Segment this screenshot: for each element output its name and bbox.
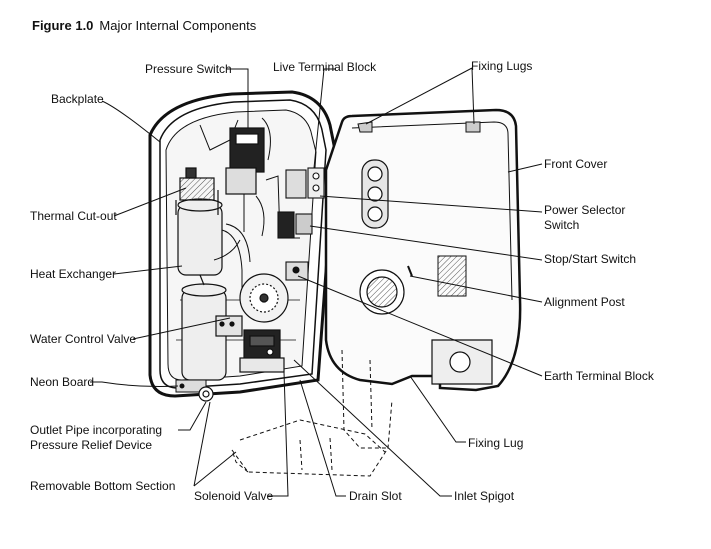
temperature-dial-shape [359,265,413,315]
label-inlet-spigot: Inlet Spigot [454,489,515,503]
label-fixing-lugs: Fixing Lugs [471,59,533,73]
label-removable-bottom-section: Removable Bottom Section [30,479,176,493]
water-control-valve-shape [215,273,289,337]
leader-lines [90,67,543,497]
outlet-pipe-shape [198,386,214,402]
fixing-lug-shapes [357,121,481,133]
pressure-switch-shape [225,127,265,232]
removable-bottom-section-shape [231,399,393,477]
label-alignment-post: Alignment Post [544,295,625,309]
stop-start-switch-shape [285,261,309,281]
label-neon-board: Neon Board [30,375,95,389]
label-pressure-switch: Pressure Switch [145,62,232,76]
label-outlet-pipe: Outlet Pipe incorporating Pressure Relie… [30,423,162,453]
cover-dashed-extension [341,349,388,449]
label-outlet-pipe-line2: Pressure Relief Device [30,438,153,452]
label-power-selector-line2: Switch [544,218,580,232]
heat-exchanger-shape [177,198,227,381]
figure-caption: Major Internal Components [99,18,257,33]
label-fixing-lug: Fixing Lug [468,436,524,450]
label-thermal-cutout: Thermal Cut-out [30,209,117,223]
label-heat-exchanger: Heat Exchanger [30,267,117,281]
label-water-control-valve: Water Control Valve [30,332,137,346]
label-backplate: Backplate [51,92,104,106]
power-selector-shape [361,159,389,229]
figure-number: Figure 1.0 [32,18,94,33]
label-power-selector-switch: Power Selector Switch [544,203,625,233]
solenoid-valve-shape [239,329,285,373]
display-window-shape [437,255,467,297]
cover-bottom-section [431,339,493,385]
label-earth-terminal-block: Earth Terminal Block [544,369,654,383]
figure-title: Figure 1.0 Major Internal Components [32,18,256,33]
label-outlet-pipe-line1: Outlet Pipe incorporating [30,423,163,437]
label-solenoid-valve: Solenoid Valve [194,489,274,503]
label-stop-start-switch: Stop/Start Switch [544,252,637,266]
label-power-selector-line1: Power Selector [544,203,626,217]
label-live-terminal-block: Live Terminal Block [273,60,377,74]
thermal-cutout-shape [175,167,219,215]
label-front-cover: Front Cover [544,157,608,171]
label-drain-slot: Drain Slot [349,489,402,503]
terminal-block-shape [277,167,325,239]
